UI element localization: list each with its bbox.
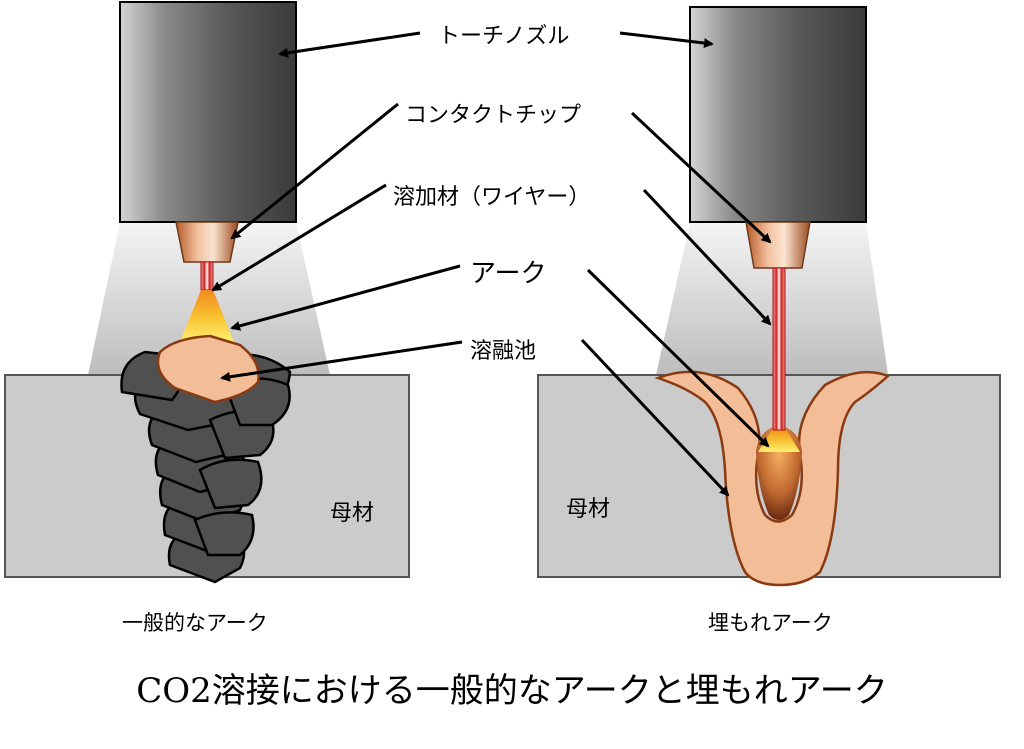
- label-contact-tip: コンタクトチップ: [405, 103, 581, 128]
- caption-right: 埋もれアーク: [708, 611, 833, 635]
- left-weld-pool: [156, 334, 260, 404]
- caption-left: 一般的なアーク: [122, 611, 268, 635]
- label-arc: アーク: [470, 259, 546, 289]
- arrow-tip-right: [630, 111, 772, 244]
- left-contact-tip: [175, 221, 239, 263]
- arrow-nozzle-right: [619, 31, 714, 49]
- right-light-cone: [656, 222, 888, 375]
- arrow-arc-right: [586, 268, 770, 448]
- label-filler-wire: 溶加材（ワイヤー）: [393, 185, 590, 210]
- left-arc: [180, 290, 234, 342]
- arrow-arc-left: [230, 264, 461, 331]
- right-filler-wire: [772, 267, 786, 431]
- arrow-tip-left: [230, 102, 399, 240]
- label-base-metal-left: 母材: [330, 501, 374, 526]
- arrow-wire-right: [642, 188, 772, 326]
- right-setup: [537, 6, 1001, 587]
- label-base-metal-right: 母材: [566, 497, 610, 522]
- left-torch-nozzle: [119, 1, 297, 223]
- left-slag-bead: [120, 350, 292, 584]
- callout-arrows: [211, 31, 772, 497]
- label-weld-pool: 溶融池: [470, 339, 536, 364]
- left-filler-wire: [200, 261, 214, 291]
- arrow-wire-left: [211, 183, 387, 292]
- arrow-pool-left: [220, 340, 463, 382]
- left-setup: [4, 1, 410, 584]
- right-torch-nozzle: [689, 6, 867, 223]
- right-weld-pool-crater: [654, 370, 891, 587]
- figure-title: CO2溶接における一般的なアークと埋もれアーク: [136, 671, 887, 711]
- arrow-nozzle-left: [278, 31, 421, 58]
- arrow-pool-right: [580, 338, 730, 497]
- label-torch-nozzle: トーチノズル: [438, 24, 569, 49]
